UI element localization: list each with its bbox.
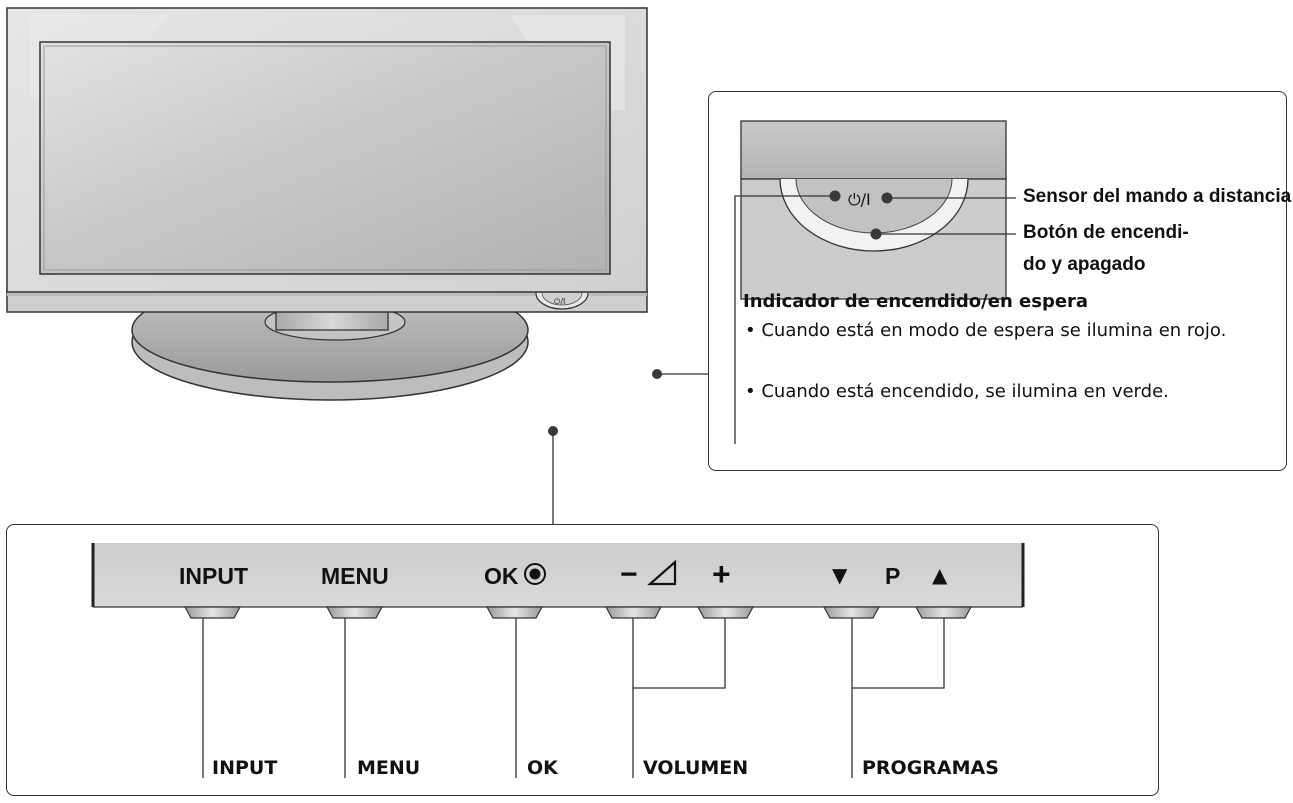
panel-label-ok: OK: [484, 563, 519, 589]
panel-label-program-up: ▲: [932, 563, 948, 587]
indicator-bullet-standby: • Cuando está en modo de espera se ilumi…: [745, 320, 1265, 342]
tv-screen: [39, 41, 611, 275]
tv-power-marking: ⏻/I: [554, 297, 566, 306]
ok-dot-icon: [524, 563, 546, 585]
indicator-bullet-on: • Cuando está encendido, se ilumina en v…: [745, 381, 1265, 403]
panel-label-volume-minus: −: [620, 558, 638, 591]
key-ok: [485, 606, 544, 619]
power-button-label-line2: do y apagado: [1023, 254, 1146, 275]
key-program-up: [914, 606, 973, 619]
panel-label-input: INPUT: [179, 563, 248, 589]
key-volume-plus: [696, 606, 755, 619]
key-program-down: [822, 606, 881, 619]
power-button-label-line1: Botón de encendi-: [1023, 222, 1189, 243]
caption-volume: VOLUMEN: [643, 757, 749, 779]
indicator-bullet-standby-text: Cuando está en modo de espera se ilumina…: [761, 320, 1227, 341]
volume-icon: [647, 559, 677, 586]
caption-menu: MENU: [357, 757, 421, 779]
tv-illustration: [6, 7, 648, 401]
bullet-mark: •: [745, 381, 762, 402]
panel-label-menu: MENU: [321, 563, 389, 589]
closeup-power-symbol: ⏻/I: [848, 190, 871, 209]
key-input: [183, 606, 242, 619]
panel-label-program-p: P: [885, 563, 901, 589]
key-volume-minus: [604, 606, 663, 619]
caption-programs: PROGRAMAS: [862, 757, 999, 779]
sensor-closeup: [734, 120, 1016, 444]
indicator-heading: Indicador de encendido/en espera: [743, 291, 1089, 312]
caption-input: INPUT: [212, 757, 278, 779]
caption-ok: OK: [527, 757, 558, 779]
indicator-bullet-on-text: Cuando está encendido, se ilumina en ver…: [761, 381, 1169, 402]
key-menu: [325, 606, 384, 619]
panel-label-volume-plus: +: [712, 556, 731, 592]
remote-sensor-label: Sensor del mando a distancia: [1023, 186, 1292, 207]
panel-label-program-down: ▼: [832, 563, 848, 587]
bullet-mark: •: [745, 320, 762, 341]
